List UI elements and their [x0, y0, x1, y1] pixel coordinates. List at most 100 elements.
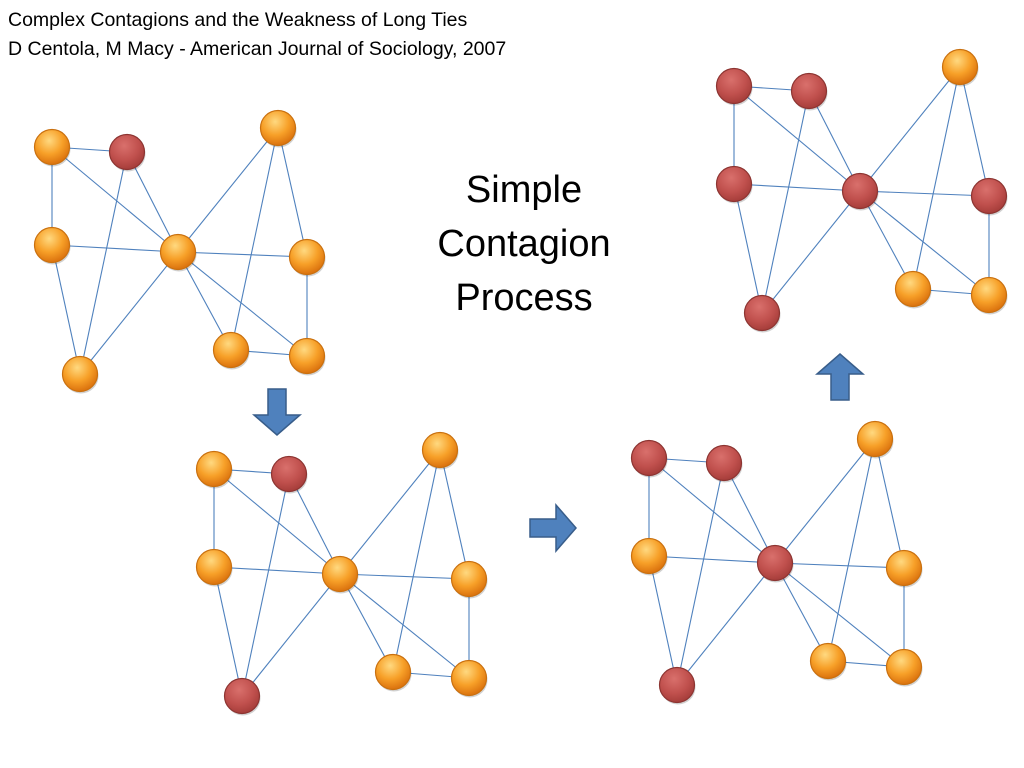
edge-e-h — [774, 562, 829, 662]
susceptible-node-c — [195, 548, 233, 586]
edge-b-e — [288, 473, 341, 575]
susceptible-node-f — [856, 420, 894, 458]
stage-4-nodes — [715, 48, 1008, 333]
edge-b-e — [723, 462, 776, 564]
edge-c-e — [733, 183, 861, 192]
susceptible-node-a — [195, 450, 233, 488]
susceptible-node-f — [941, 48, 979, 86]
networks — [33, 48, 1008, 716]
edge-b-d — [676, 462, 725, 686]
susceptible-node-f — [259, 109, 297, 147]
edge-b-d — [761, 90, 810, 314]
susceptible-node-g — [450, 560, 488, 598]
title-line-3: Process — [455, 277, 593, 319]
edge-f-g — [959, 66, 990, 197]
susceptible-node-i — [450, 659, 488, 697]
edge-e-f — [859, 66, 961, 192]
edge-e-g — [339, 573, 470, 580]
stage-1-network — [33, 109, 326, 394]
susceptible-node-a — [33, 128, 71, 166]
edge-e-h — [339, 573, 394, 673]
infected-node-b — [270, 455, 308, 493]
infected-node-a — [630, 439, 668, 477]
edge-d-e — [79, 251, 179, 375]
edge-b-d — [79, 151, 128, 375]
edge-c-e — [51, 244, 179, 253]
right-arrow — [529, 502, 577, 554]
edge-b-d — [241, 473, 290, 697]
edge-a-e — [51, 146, 179, 253]
infected-node-d — [223, 677, 261, 715]
edge-e-h — [177, 251, 232, 351]
susceptible-node-i — [970, 276, 1008, 314]
edge-e-i — [339, 573, 470, 679]
edge-e-f — [774, 438, 876, 564]
edge-e-f — [339, 449, 441, 575]
up-arrow — [814, 353, 866, 401]
citation-authors: D Centola, M Macy - American Journal of … — [8, 38, 507, 60]
susceptible-node-g — [288, 238, 326, 276]
susceptible-node-h — [809, 642, 847, 680]
citation-title: Complex Contagions and the Weakness of L… — [8, 9, 468, 31]
stage-3-nodes — [630, 420, 923, 705]
citation: Complex Contagions and the Weakness of L… — [8, 6, 506, 64]
susceptible-node-c — [33, 226, 71, 264]
edge-f-h — [827, 438, 876, 662]
infected-node-c — [715, 165, 753, 203]
infected-node-g — [970, 177, 1008, 215]
susceptible-node-g — [885, 549, 923, 587]
susceptible-node-h — [212, 331, 250, 369]
stage-2-nodes — [195, 431, 488, 716]
edge-b-e — [126, 151, 179, 253]
edge-c-d — [51, 244, 81, 375]
arrows — [251, 353, 866, 554]
susceptible-node-d — [61, 355, 99, 393]
down-arrow — [251, 388, 303, 436]
edge-d-e — [761, 190, 861, 314]
edge-f-g — [439, 449, 470, 580]
stage-2-network — [195, 431, 488, 716]
edge-d-e — [676, 562, 776, 686]
susceptible-node-i — [885, 648, 923, 686]
infected-node-b — [790, 72, 828, 110]
susceptible-node-e — [159, 233, 197, 271]
edge-f-h — [912, 66, 961, 290]
edge-e-g — [774, 562, 905, 569]
edge-c-d — [213, 566, 243, 697]
edge-f-h — [392, 449, 441, 673]
infected-node-b — [108, 133, 146, 171]
title-line-2: Contagion — [437, 223, 611, 265]
infected-node-b — [705, 444, 743, 482]
susceptible-node-h — [894, 270, 932, 308]
infected-node-d — [658, 666, 696, 704]
edge-c-e — [213, 566, 341, 575]
susceptible-node-c — [630, 537, 668, 575]
susceptible-node-h — [374, 653, 412, 691]
slide-title: Simple Contagion Process — [404, 163, 644, 325]
edge-c-e — [648, 555, 776, 564]
edge-e-i — [774, 562, 905, 668]
susceptible-node-i — [288, 337, 326, 375]
edge-c-d — [733, 183, 763, 314]
title-line-1: Simple — [465, 169, 583, 211]
edge-e-g — [859, 190, 990, 197]
infected-node-e — [756, 544, 794, 582]
stage-1-nodes — [33, 109, 326, 394]
susceptible-node-e — [321, 555, 359, 593]
edge-e-h — [859, 190, 914, 290]
edge-a-e — [213, 468, 341, 575]
edge-f-h — [230, 127, 279, 351]
stage-3-network — [630, 420, 923, 705]
edge-d-e — [241, 573, 341, 697]
susceptible-node-f — [421, 431, 459, 469]
edge-e-i — [859, 190, 990, 296]
infected-node-a — [715, 67, 753, 105]
stage-2-edges — [213, 449, 470, 697]
edge-e-f — [177, 127, 279, 253]
infected-node-d — [743, 294, 781, 332]
edge-e-g — [177, 251, 308, 258]
edge-e-i — [177, 251, 308, 357]
edge-f-g — [874, 438, 905, 569]
edge-a-e — [733, 85, 861, 192]
